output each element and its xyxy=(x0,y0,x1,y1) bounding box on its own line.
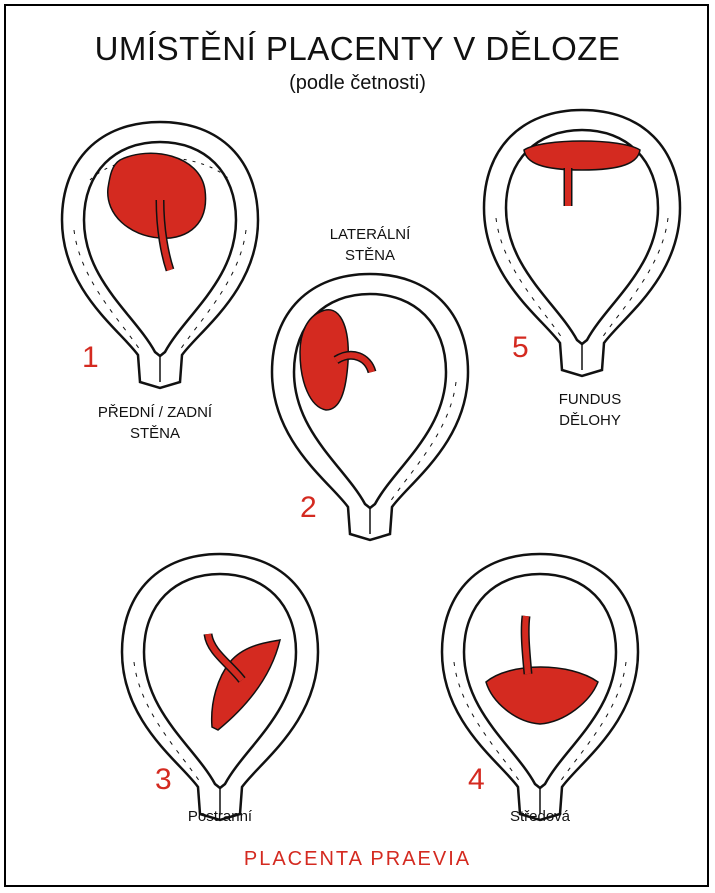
number-2: 2 xyxy=(300,493,317,523)
label-1-line2: STĚNA xyxy=(70,423,240,444)
number-5: 5 xyxy=(512,333,529,363)
label-2-line1: LATERÁLNÍ xyxy=(300,224,440,245)
page-title: UMÍSTĚNÍ PLACENTY V DĚLOZE xyxy=(0,30,715,68)
footer-title: PLACENTA PRAEVIA xyxy=(0,848,715,871)
page-subtitle: (podle četnosti) xyxy=(0,72,715,95)
label-1-line1: PŘEDNÍ / ZADNÍ xyxy=(70,402,240,423)
placenta-5 xyxy=(524,141,640,170)
number-1: 1 xyxy=(82,343,99,373)
label-2-line2: STĚNA xyxy=(300,245,440,266)
uterus-diagram-3 xyxy=(120,552,320,822)
label-3: Postranní xyxy=(160,806,280,827)
label-5: FUNDUS DĚLOHY xyxy=(520,389,660,431)
label-5-line2: DĚLOHY xyxy=(520,410,660,431)
number-4: 4 xyxy=(468,765,485,795)
label-1: PŘEDNÍ / ZADNÍ STĚNA xyxy=(70,402,240,444)
label-5-line1: FUNDUS xyxy=(520,389,660,410)
number-3: 3 xyxy=(155,765,172,795)
label-4: Středová xyxy=(480,806,600,827)
label-2: LATERÁLNÍ STĚNA xyxy=(300,224,440,266)
